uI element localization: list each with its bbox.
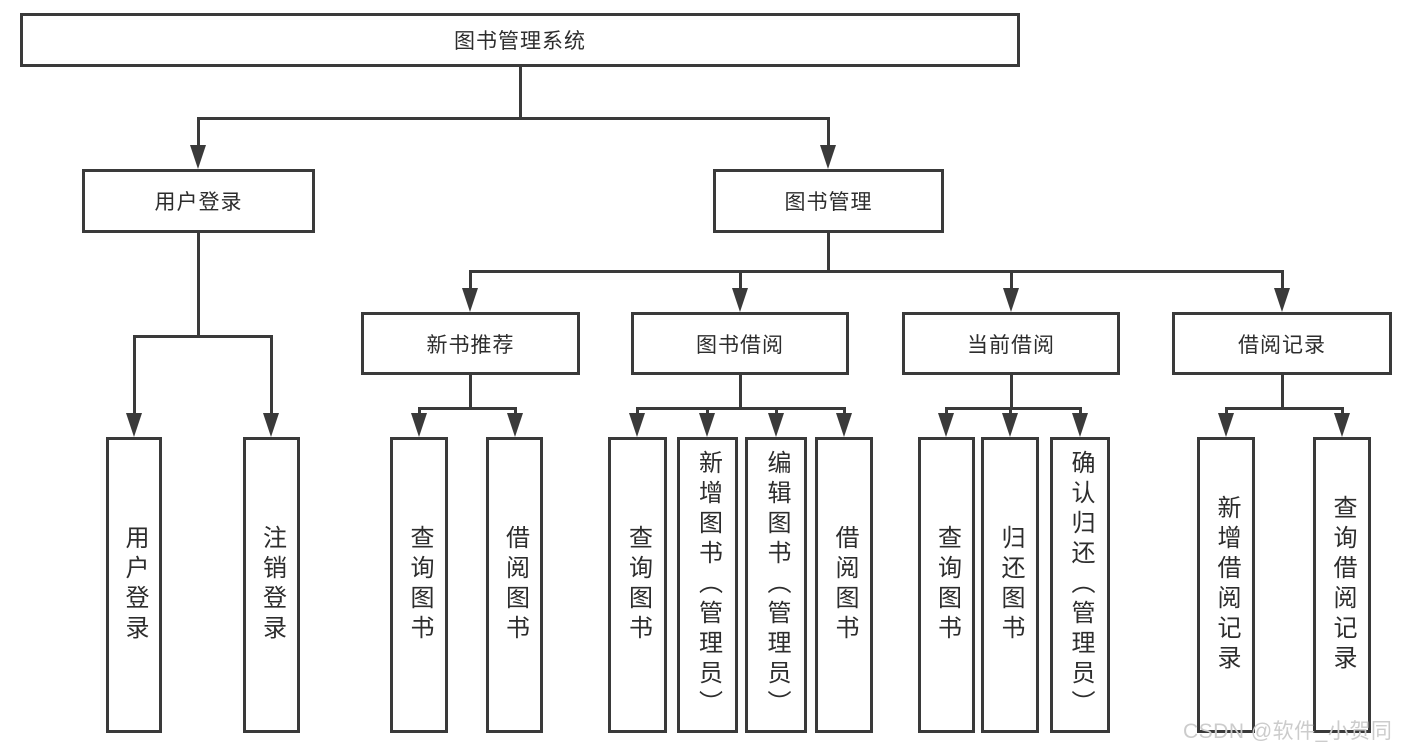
leaf-logout: 注销登录 (243, 437, 300, 733)
leaf-query-books-current: 查询图书 (918, 437, 975, 733)
connector-stem-user-login (197, 117, 200, 149)
connector-userlogin-vline (197, 233, 200, 337)
arrow-down-icon (462, 288, 478, 312)
connector-newbook-vline (469, 375, 472, 409)
arrow-down-icon (411, 413, 427, 437)
node-user-login: 用户登录 (82, 169, 315, 233)
leaf-query-books-borrow: 查询图书 (608, 437, 667, 733)
arrow-down-icon (507, 413, 523, 437)
connector-stem-borrowing-records (1281, 270, 1284, 292)
leaf-return-book: 归还图书 (981, 437, 1039, 733)
arrow-down-icon (732, 288, 748, 312)
leaf-query-borrow-record: 查询借阅记录 (1313, 437, 1371, 733)
node-borrowing-records: 借阅记录 (1172, 312, 1392, 375)
arrow-down-icon (836, 413, 852, 437)
connector-bookmgmt-hline (469, 270, 1283, 273)
csdn-watermark: CSDN @软件_小贺同学 (1183, 720, 1393, 743)
connector-stem-leaf-logout (270, 335, 273, 415)
arrow-down-icon (126, 413, 142, 437)
arrow-down-icon (1274, 288, 1290, 312)
connector-bookmgmt-vline (827, 233, 830, 272)
leaf-borrow-books: 借阅图书 (815, 437, 873, 733)
arrow-down-icon (699, 413, 715, 437)
arrow-down-icon (938, 413, 954, 437)
connector-stem-leaf-user-login (133, 335, 136, 415)
arrow-down-icon (1002, 413, 1018, 437)
connector-records-hline (1225, 407, 1343, 410)
arrow-down-icon (1218, 413, 1234, 437)
node-book-borrowing: 图书借阅 (631, 312, 849, 375)
arrow-down-icon (820, 145, 836, 169)
node-new-book-recommendation: 新书推荐 (361, 312, 580, 375)
arrow-down-icon (629, 413, 645, 437)
leaf-user-login: 用户登录 (106, 437, 162, 733)
connector-stem-book-borrowing (739, 270, 742, 292)
connector-userlogin-hline (133, 335, 273, 338)
connector-records-vline (1281, 375, 1284, 409)
arrow-down-icon (1003, 288, 1019, 312)
connector-stem-new-book (469, 270, 472, 292)
arrow-down-icon (768, 413, 784, 437)
connector-current-vline (1010, 375, 1013, 409)
node-book-management: 图书管理 (713, 169, 944, 233)
connector-root-vline (519, 67, 522, 117)
arrow-down-icon (1072, 413, 1088, 437)
connector-borrowing-hline (636, 407, 845, 410)
arrow-down-icon (1334, 413, 1350, 437)
connector-newbook-hline (418, 407, 517, 410)
leaf-borrow-books-recommend: 借阅图书 (486, 437, 543, 733)
leaf-add-borrow-record: 新增借阅记录 (1197, 437, 1255, 733)
leaf-confirm-return-admin: 确认归还（管理员） (1050, 437, 1110, 733)
arrow-down-icon (190, 145, 206, 169)
leaf-edit-book-admin: 编辑图书（管理员） (745, 437, 807, 733)
connector-stem-current-borrowing (1010, 270, 1013, 292)
node-current-borrowing: 当前借阅 (902, 312, 1120, 375)
leaf-query-books-recommend: 查询图书 (390, 437, 448, 733)
connector-borrowing-vline (739, 375, 742, 409)
connector-current-hline (945, 407, 1081, 410)
connector-stem-book-management (827, 117, 830, 149)
connector-root-hline (197, 117, 830, 120)
arrow-down-icon (263, 413, 279, 437)
node-root: 图书管理系统 (20, 13, 1020, 67)
leaf-add-book-admin: 新增图书（管理员） (677, 437, 738, 733)
